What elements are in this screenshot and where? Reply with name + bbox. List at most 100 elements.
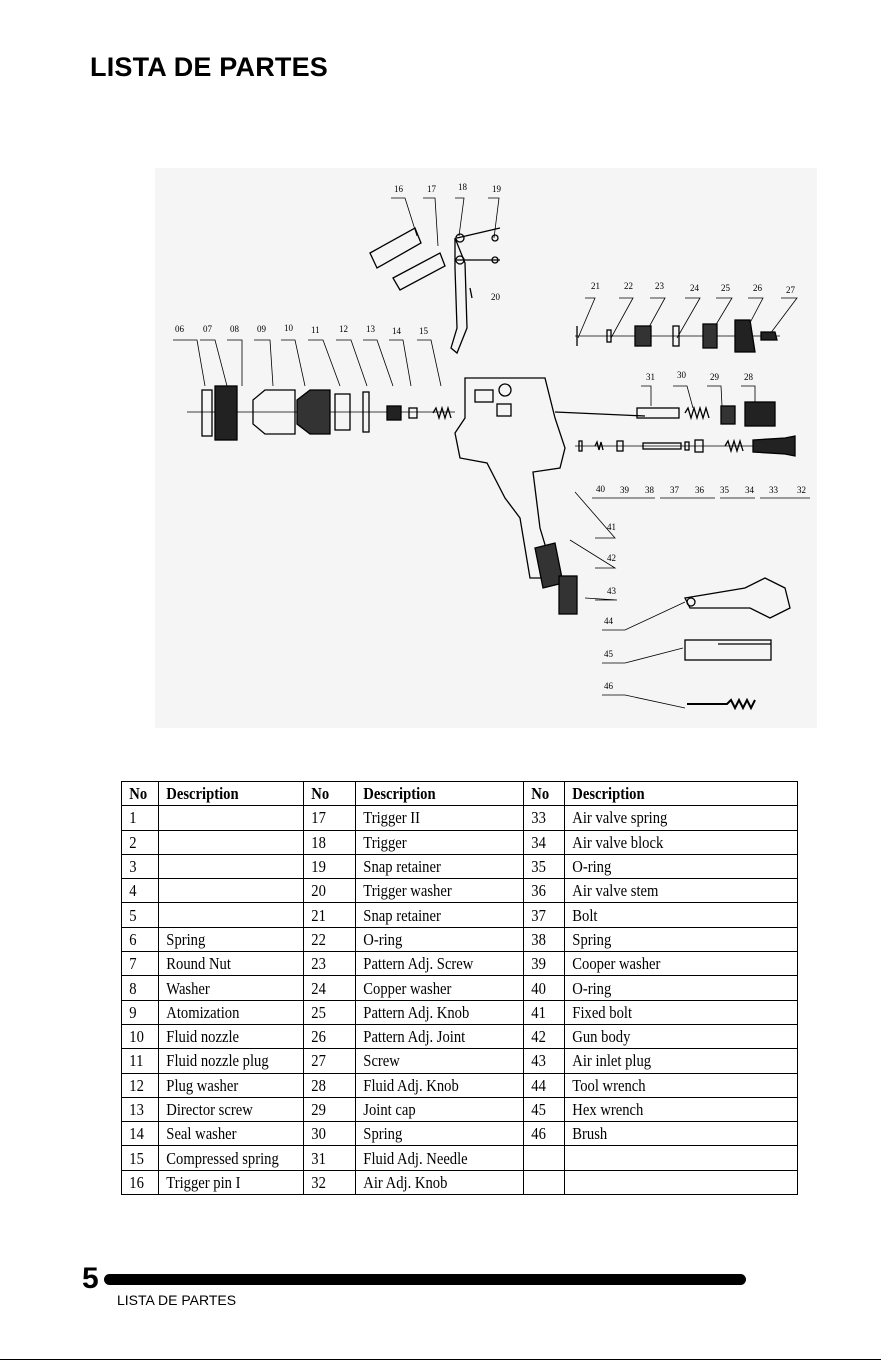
- table-cell: 1: [121, 805, 154, 831]
- page-title: LISTA DE PARTES: [90, 52, 329, 82]
- callout-27: 27: [786, 285, 796, 295]
- table-cell: Air inlet plug: [564, 1048, 766, 1074]
- callout-35: 35: [720, 485, 730, 495]
- callout-19: 19: [492, 184, 502, 194]
- pattern-adj-assembly: [575, 319, 780, 353]
- header-no-2: No: [303, 780, 349, 807]
- table-cell: Atomization: [158, 999, 284, 1025]
- table-cell: 17: [303, 805, 349, 831]
- callout-18: 18: [458, 182, 468, 192]
- table-cell: 18: [303, 829, 349, 855]
- header-no-3: No: [523, 780, 560, 807]
- table-cell: [158, 829, 284, 855]
- bottom-rule: [0, 1359, 881, 1360]
- callout-10: 10: [284, 323, 294, 333]
- callout-40: 40: [596, 484, 606, 494]
- table-cell: Spring: [564, 926, 766, 953]
- table-cell: Trigger pin I: [158, 1169, 284, 1196]
- table-cell: Brush: [564, 1121, 766, 1147]
- callout-25: 25: [721, 283, 731, 293]
- table-cell: [158, 805, 284, 831]
- table-cell: 22: [303, 926, 349, 953]
- callout-39: 39: [620, 485, 630, 495]
- table-cell: 14: [121, 1121, 154, 1147]
- callout-11: 11: [311, 325, 320, 335]
- header-description-1: Description: [158, 780, 284, 807]
- callout-38: 38: [645, 485, 655, 495]
- callout-36: 36: [695, 485, 705, 495]
- footer-divider-bar: [104, 1274, 746, 1285]
- table-cell: 42: [523, 1023, 560, 1050]
- table-cell: Trigger: [355, 829, 501, 855]
- table-cell: Air valve stem: [564, 878, 766, 904]
- table-cell: 12: [121, 1072, 154, 1098]
- fluid-needle-assembly: [554, 401, 776, 427]
- table-cell: Trigger washer: [355, 878, 501, 904]
- callout-42: 42: [607, 553, 616, 563]
- table-cell: 23: [303, 951, 349, 977]
- table-cell: [523, 1169, 560, 1196]
- table-cell: 19: [303, 853, 349, 880]
- table-cell: Snap retainer: [355, 853, 501, 880]
- table-cell: 28: [303, 1072, 349, 1098]
- header-no-1: No: [121, 780, 154, 807]
- table-cell: O-ring: [564, 853, 766, 880]
- table-cell: Fluid nozzle: [158, 1023, 284, 1050]
- table-cell: Plug washer: [158, 1072, 284, 1098]
- table-cell: Fluid Adj. Needle: [355, 1145, 501, 1171]
- callout-30: 30: [677, 370, 687, 380]
- diagram-svg: 16 17 18 19 20 21 22 23 24 25 26 27 06 0…: [173, 182, 810, 711]
- callout-44: 44: [604, 616, 614, 626]
- callout-24: 24: [690, 283, 700, 293]
- table-cell: Tool wrench: [564, 1072, 766, 1098]
- callout-07: 07: [203, 324, 213, 334]
- exploded-parts-diagram: 16 17 18 19 20 21 22 23 24 25 26 27 06 0…: [155, 168, 817, 728]
- table-cell: [158, 853, 284, 880]
- table-cell: 21: [303, 902, 349, 928]
- callout-06: 06: [175, 324, 185, 334]
- callout-15: 15: [419, 326, 429, 336]
- table-cell: Air Adj. Knob: [355, 1169, 501, 1196]
- table-cell: Compressed spring: [158, 1145, 284, 1171]
- table-cell: Joint cap: [355, 1096, 501, 1123]
- table-cell: 9: [121, 999, 154, 1025]
- callout-29: 29: [710, 372, 720, 382]
- callout-16: 16: [394, 184, 404, 194]
- table-cell: 7: [121, 951, 154, 977]
- callout-13: 13: [366, 324, 376, 334]
- table-cell: 35: [523, 853, 560, 880]
- callout-17: 17: [427, 184, 437, 194]
- footer-label: LISTA DE PARTES: [117, 1292, 237, 1308]
- table-cell: Bolt: [564, 902, 766, 928]
- callout-45: 45: [604, 649, 614, 659]
- callout-22: 22: [624, 281, 633, 291]
- table-cell: 34: [523, 829, 560, 855]
- table-cell: 3: [121, 853, 154, 880]
- table-cell: Air valve block: [564, 829, 766, 855]
- table-cell: Copper washer: [355, 975, 501, 1001]
- table-cell: Fluid Adj. Knob: [355, 1072, 501, 1098]
- table-cell: 32: [303, 1169, 349, 1196]
- table-cell: 13: [121, 1096, 154, 1123]
- page-number: 5: [82, 1262, 99, 1295]
- callout-20: 20: [491, 292, 501, 302]
- table-cell: [564, 1169, 766, 1196]
- table-cell: Round Nut: [158, 951, 284, 977]
- table-cell: [523, 1145, 560, 1171]
- table-cell: Pattern Adj. Knob: [355, 999, 501, 1025]
- table-cell: 45: [523, 1096, 560, 1123]
- table-cell: 38: [523, 926, 560, 953]
- table-cell: Spring: [355, 1121, 501, 1147]
- table-cell: 29: [303, 1096, 349, 1123]
- table-cell: 36: [523, 878, 560, 904]
- table-cell: O-ring: [564, 975, 766, 1001]
